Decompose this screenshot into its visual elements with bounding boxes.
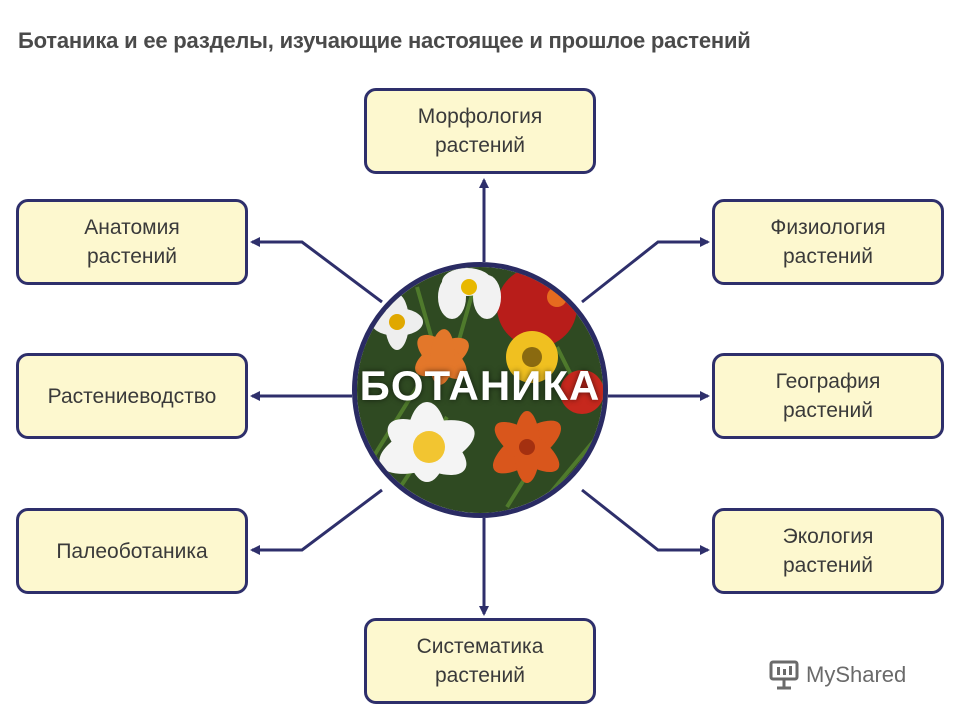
- box-geography: География растений: [712, 353, 944, 439]
- arrow-to-ecology: [581, 488, 710, 555]
- center-label: БОТАНИКА: [359, 362, 601, 409]
- watermark-text: MyShared: [806, 662, 907, 687]
- arrow-to-physiology: [581, 237, 710, 304]
- box-crop-production: Растениеводство: [16, 353, 248, 439]
- box-anatomy: Анатомия растений: [16, 199, 248, 285]
- box-morphology: Морфология растений: [364, 88, 596, 174]
- box-physiology: Физиология растений: [712, 199, 944, 285]
- box-systematics: Систематика растений: [364, 618, 596, 704]
- box-paleobotany: Палеоботаника: [16, 508, 248, 594]
- watermark: MyShared: [768, 660, 906, 690]
- arrow-to-paleobotany: [250, 488, 383, 555]
- diagram-title: Ботаника и ее разделы, изучающие настоящ…: [18, 28, 751, 53]
- box-ecology: Экология растений: [712, 508, 944, 594]
- arrow-to-anatomy: [250, 237, 383, 304]
- center-flower-image: [352, 262, 608, 518]
- presentation-icon: [769, 660, 799, 690]
